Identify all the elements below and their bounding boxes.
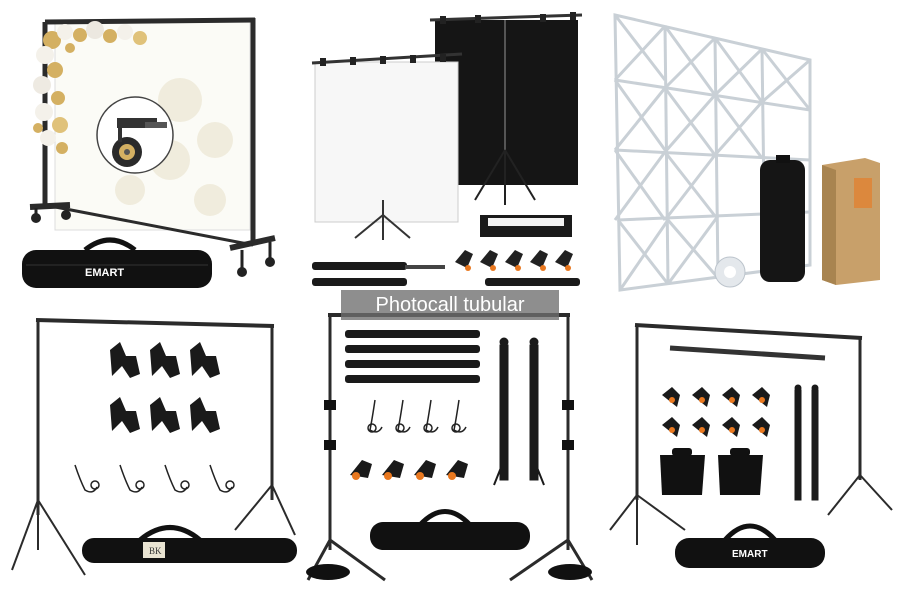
spring-clamp-icon [455, 250, 573, 271]
bag-brand-text: EMART [732, 549, 768, 560]
carry-bag-icon: EMART [675, 523, 825, 568]
panel-basic-stand: BK [0, 300, 300, 600]
carry-bag-icon [760, 155, 805, 282]
folded-fabric [480, 215, 572, 237]
bag-brand-text: EMART [85, 267, 124, 279]
carton-box [822, 158, 880, 285]
sandbag-icon [306, 564, 592, 580]
carry-bag-icon: BK [82, 525, 297, 563]
black-backdrop [429, 13, 583, 205]
panel-dual-backdrop [300, 0, 600, 300]
pole-bundle [312, 262, 580, 286]
sandbag-icon [660, 448, 763, 495]
bag-brand-text: BK [149, 546, 162, 556]
balloon-garland [33, 21, 147, 154]
elastic-cord [74, 464, 235, 493]
panel-popup-frame [600, 0, 900, 300]
carry-bag-icon [370, 509, 530, 550]
crossbar-tubes [345, 330, 480, 383]
tape-roll [714, 256, 746, 288]
caption-overlay: Photocall tubular [341, 290, 559, 320]
caster-wheel-icon [96, 96, 174, 174]
spring-clamp-icon [350, 460, 468, 480]
spring-clamp-icon [110, 342, 220, 433]
spring-clamp-icon [662, 387, 770, 437]
white-backdrop [311, 52, 463, 240]
popup-truss-frame [613, 13, 812, 292]
panel-stand-sandbags: EMART [600, 300, 900, 600]
tripod-stand-icon [493, 337, 545, 486]
panel-balloon-stand: EMART [0, 0, 300, 300]
elastic-cord [367, 399, 467, 433]
panel-tubular-kit [300, 300, 600, 600]
carry-bag-icon: EMART [22, 237, 212, 288]
tripod-stand-icon [794, 384, 819, 501]
